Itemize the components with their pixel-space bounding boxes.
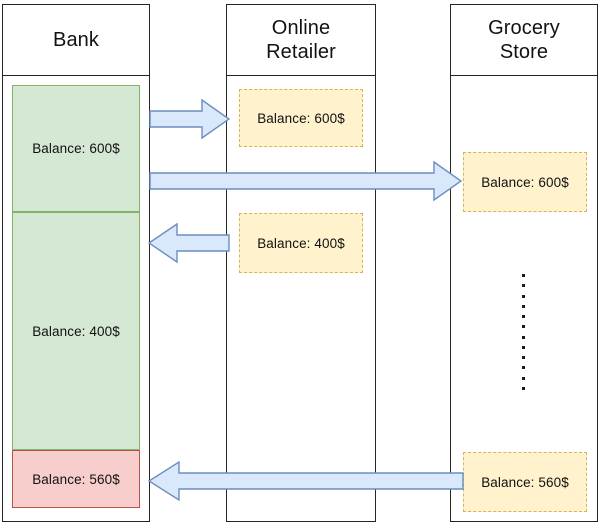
lane-title-grocery-store-line1: Grocery	[488, 16, 560, 39]
lane-title-online-retailer-line2: Retailer	[266, 41, 336, 63]
grocery-balance-560-box: Balance: 560$	[463, 452, 587, 512]
lane-body-grocery-store	[450, 75, 598, 522]
bank-balance-560-box: Balance: 560$	[12, 450, 140, 508]
ellipsis-dot	[521, 294, 525, 298]
grocery-balance-600-label: Balance: 600$	[481, 174, 569, 190]
retailer-balance-400-box: Balance: 400$	[239, 213, 363, 273]
ellipsis-dot	[521, 356, 525, 360]
lane-title-grocery-store-line2: Store	[499, 41, 549, 63]
arrow-grocery-to-bank-560	[147, 460, 464, 502]
arrow-bank-to-retailer-600	[149, 98, 231, 140]
bank-balance-400-box: Balance: 400$	[12, 212, 140, 450]
ellipsis-dot	[521, 335, 525, 339]
ellipsis-dot	[521, 345, 525, 349]
ellipsis-dot	[521, 284, 525, 288]
ellipsis-dot	[521, 315, 525, 319]
ellipsis-dot	[521, 376, 525, 380]
lane-header-grocery-store: Grocery Store	[450, 4, 598, 76]
ellipsis-dot	[521, 325, 525, 329]
arrow-bank-to-grocery-600	[149, 160, 463, 202]
bank-balance-400-label: Balance: 400$	[32, 323, 120, 339]
bank-balance-600-box: Balance: 600$	[12, 85, 140, 212]
lane-header-bank: Bank	[2, 4, 150, 76]
arrow-retailer-to-bank-400	[147, 222, 230, 264]
retailer-balance-600-label: Balance: 600$	[257, 110, 345, 126]
grocery-balance-600-box: Balance: 600$	[463, 152, 587, 212]
retailer-balance-400-label: Balance: 400$	[257, 235, 345, 251]
ellipsis-dot	[521, 366, 525, 370]
lane-header-online-retailer: Online Retailer	[226, 4, 376, 76]
ellipsis-dot	[521, 304, 525, 308]
grocery-balance-560-label: Balance: 560$	[481, 474, 569, 490]
lane-title-bank: Bank	[53, 28, 99, 51]
lane-body-online-retailer	[226, 75, 376, 522]
ellipsis-dot	[521, 386, 525, 390]
grocery-vertical-ellipsis	[521, 274, 525, 390]
ellipsis-dot	[521, 274, 525, 277]
lane-title-online-retailer-line1: Online	[271, 16, 331, 39]
bank-balance-600-label: Balance: 600$	[32, 141, 120, 156]
retailer-balance-600-box: Balance: 600$	[239, 89, 363, 147]
bank-balance-560-label: Balance: 560$	[32, 471, 120, 487]
